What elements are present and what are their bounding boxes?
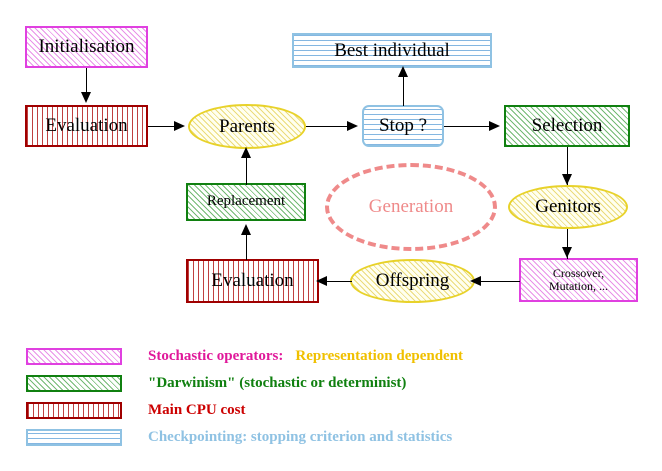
arrowhead-genitors-crossover — [562, 247, 572, 258]
arrowhead-stop-best-individual — [398, 66, 408, 77]
legend-label-darwinism: "Darwinism" (stochastic or determinist) — [148, 374, 407, 391]
legend-swatch-green-diagonal-hatch — [26, 374, 122, 392]
node-crossover-mutation[interactable]: Crossover, Mutation, ... — [519, 258, 638, 302]
edge-stop-best-individual — [403, 68, 404, 106]
legend-label-stochastic-operators: Stochastic operators: — [148, 347, 284, 364]
legend-swatch-red-vertical-hatch — [26, 401, 122, 419]
arrowhead-initialisation-evaluation — [81, 92, 91, 103]
legend-row-cpu-cost: Main CPU cost — [26, 399, 246, 421]
node-genitors[interactable]: Genitors — [508, 185, 628, 229]
edge-crossover-offspring — [478, 281, 520, 282]
legend-row-checkpointing: Checkpointing: stopping criterion and st… — [26, 426, 452, 448]
legend-label-checkpointing: Checkpointing: stopping criterion and st… — [148, 428, 453, 445]
node-selection[interactable]: Selection — [504, 105, 630, 147]
edge-stop-selection — [444, 126, 490, 127]
node-best-individual[interactable]: Best individual — [292, 33, 492, 68]
edge-selection-genitors — [567, 147, 568, 185]
edge-parents-stop — [306, 126, 348, 127]
edge-evaluation-replacement — [246, 226, 247, 260]
node-generation-group: Generation — [325, 163, 497, 251]
edge-initialisation-evaluation — [86, 68, 87, 94]
node-evaluation-top[interactable]: Evaluation — [25, 105, 148, 147]
legend: Stochastic operators: Representation dep… — [0, 340, 662, 460]
legend-row-darwinism: "Darwinism" (stochastic or determinist) — [26, 372, 406, 394]
node-stop[interactable]: Stop ? — [362, 105, 444, 147]
legend-swatch-magenta-diagonal-hatch — [26, 347, 122, 365]
arrowhead-evaluation-parents — [174, 121, 185, 131]
arrowhead-replacement-parents — [241, 147, 251, 158]
node-initialisation[interactable]: Initialisation — [25, 26, 148, 68]
edge-genitors-crossover — [567, 229, 568, 259]
arrowhead-parents-stop — [347, 121, 358, 131]
node-evaluation-bottom[interactable]: Evaluation — [186, 259, 319, 303]
node-parents[interactable]: Parents — [188, 104, 306, 149]
legend-row-stochastic: Stochastic operators: Representation dep… — [26, 345, 463, 367]
legend-label-main-cpu-cost: Main CPU cost — [148, 401, 246, 418]
edge-evaluation-parents — [148, 126, 176, 127]
node-offspring[interactable]: Offspring — [350, 259, 475, 303]
edge-replacement-parents — [246, 149, 247, 185]
arrowhead-stop-selection — [489, 121, 500, 131]
arrowhead-crossover-offspring — [470, 276, 481, 286]
arrowhead-evaluation-replacement — [241, 224, 251, 235]
legend-swatch-blue-horizontal-hatch — [26, 428, 122, 446]
node-replacement[interactable]: Replacement — [186, 183, 306, 221]
edge-offspring-evaluation — [322, 281, 352, 282]
arrowhead-offspring-evaluation — [316, 276, 327, 286]
legend-label-representation-dependent: Representation dependent — [295, 347, 464, 364]
arrowhead-selection-genitors — [562, 174, 572, 185]
